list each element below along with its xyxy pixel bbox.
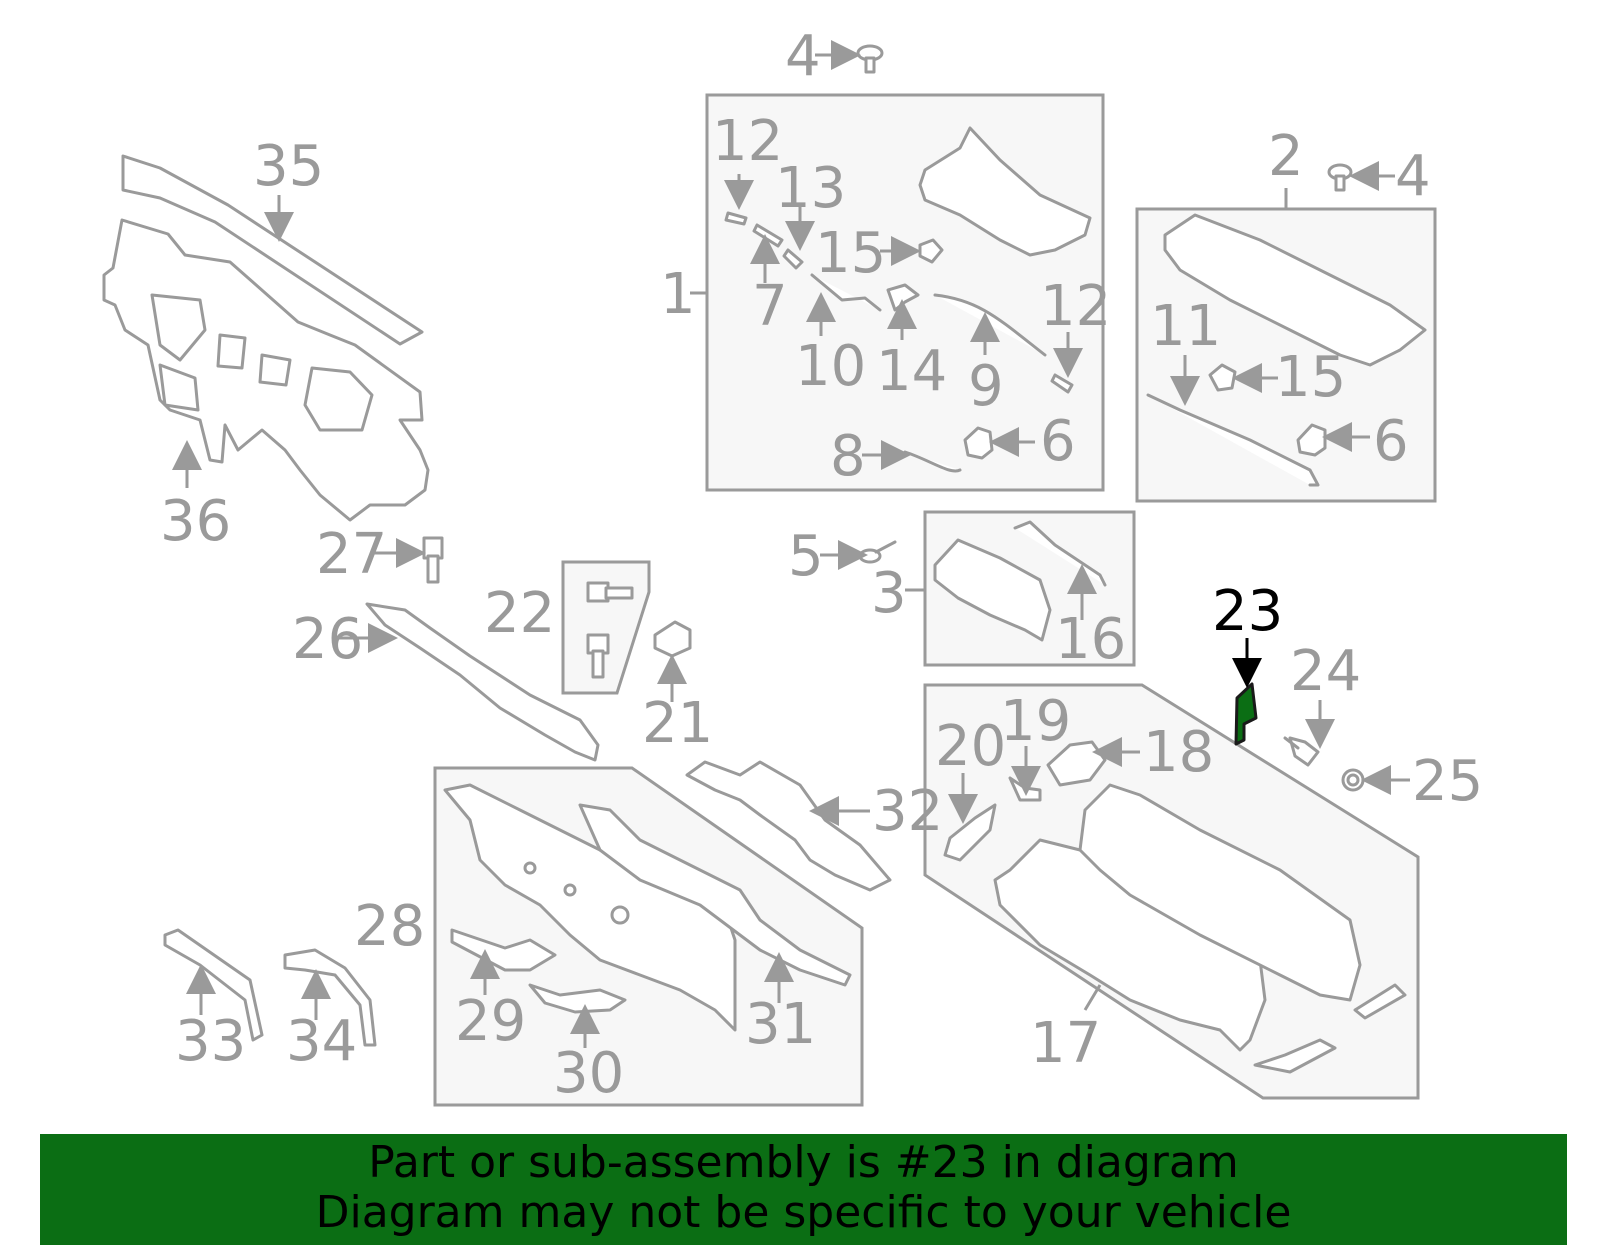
callout-19: 19 (1000, 689, 1071, 754)
callout-17: 17 (1030, 1011, 1101, 1076)
callout-33: 33 (175, 1009, 246, 1074)
callout-36: 36 (160, 489, 231, 554)
callout-9: 9 (968, 354, 1004, 419)
callout-21: 21 (642, 691, 713, 756)
callout-4a: 4 (785, 24, 821, 89)
banner-line-1: Part or sub-assembly is #23 in diagram (368, 1137, 1239, 1188)
callout-13: 13 (775, 156, 846, 221)
callout-14: 14 (876, 339, 947, 404)
callout-6b: 6 (1373, 409, 1409, 474)
hose-part-8 (903, 450, 962, 473)
callout-29: 29 (455, 989, 526, 1054)
callout-3: 3 (871, 561, 907, 626)
callout-15a: 15 (815, 221, 886, 286)
clip-part-4 (856, 44, 884, 74)
bracket-part-20 (943, 803, 997, 862)
bracket-part-33 (163, 928, 264, 1042)
callout-2: 2 (1268, 124, 1304, 189)
bolt-part-24 (1283, 736, 1320, 767)
callout-8: 8 (830, 424, 866, 489)
callout-18: 18 (1143, 720, 1214, 785)
callout-32: 32 (872, 779, 943, 844)
callout-15b: 15 (1275, 345, 1346, 410)
callout-23: 23 (1212, 579, 1283, 644)
panel-part-3 (933, 538, 1052, 642)
seal-part-12 (724, 211, 748, 226)
bracket-part-26 (365, 602, 600, 762)
callout-30: 30 (553, 1041, 624, 1106)
seal-part-12b (1050, 373, 1074, 394)
callout-24: 24 (1290, 639, 1361, 704)
callout-27: 27 (316, 522, 387, 587)
clip-part-5 (858, 540, 897, 564)
callout-6a: 6 (1040, 409, 1076, 474)
callout-25: 25 (1412, 749, 1483, 814)
bracket-part-23 (1234, 682, 1258, 746)
callout-labels: 1 2 3 4 4 5 6 6 7 8 9 10 11 12 12 13 14 … (160, 24, 1483, 1106)
cowl-grille-part-1 (918, 126, 1092, 257)
dash-insulator-part (102, 154, 430, 522)
callout-11: 11 (1150, 294, 1221, 359)
callout-7: 7 (752, 274, 788, 339)
nut-part-21 (653, 620, 692, 658)
callout-28: 28 (354, 894, 425, 959)
nut-part-25 (1341, 768, 1365, 792)
bracket-part-29 (450, 928, 557, 972)
bracket-part-30 (528, 983, 627, 1014)
callout-22: 22 (484, 581, 555, 646)
hose-part-10 (810, 273, 882, 312)
clip-part-13 (782, 248, 804, 270)
callout-12a: 12 (712, 109, 783, 174)
callout-16: 16 (1055, 607, 1126, 672)
dash-panel-part-28 (443, 783, 737, 1032)
info-banner: Part or sub-assembly is #23 in diagram D… (40, 1134, 1567, 1245)
callout-20: 20 (935, 714, 1006, 779)
bracket-part-31 (578, 803, 852, 987)
callout-10: 10 (795, 334, 866, 399)
bolt-part-27 (422, 536, 444, 584)
callout-12b: 12 (1040, 274, 1111, 339)
bolt-part-22 (586, 581, 634, 679)
callout-1: 1 (660, 262, 696, 327)
callout-31: 31 (745, 992, 816, 1057)
callout-26: 26 (292, 607, 363, 672)
bracket-part-32 (685, 760, 892, 892)
cowl-top-part-2 (1163, 213, 1427, 367)
callout-4b: 4 (1395, 144, 1431, 209)
callout-34: 34 (286, 1009, 357, 1074)
clip-part-4b (1327, 163, 1353, 192)
banner-line-2: Diagram may not be specific to your vehi… (315, 1187, 1292, 1238)
cowl-panel-part-17 (993, 838, 1267, 1052)
callout-5: 5 (788, 524, 824, 589)
hose-part-11 (1146, 393, 1320, 487)
callout-35: 35 (253, 134, 324, 199)
